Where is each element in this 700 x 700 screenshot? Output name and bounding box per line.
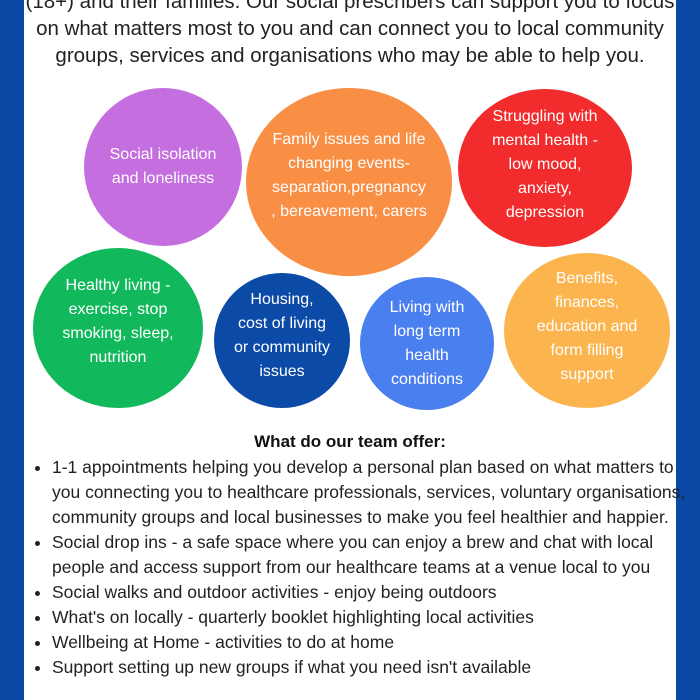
offer-item: Wellbeing at Home - activities to do at … (52, 630, 692, 655)
topic-text: anxiety, (518, 180, 572, 197)
topic-text: nutrition (89, 349, 147, 366)
topic-text: separation,pregnancy (272, 179, 426, 196)
topic-text: support (560, 365, 614, 383)
topic-family-issues: Family issues and life changing events-se… (246, 88, 452, 276)
topic-text: Living with (389, 298, 465, 316)
topic-healthy-living: Healthy living - exercise, stop smoking, s… (33, 248, 203, 408)
topic-text: education and (536, 317, 638, 335)
offer-heading: What do our team offer: (254, 432, 446, 451)
intro-line: on what matters most to you and can conn… (36, 17, 664, 40)
topic-text: low mood, (508, 156, 582, 173)
topic-text: long term (393, 322, 461, 340)
topic-social-isolation: Social isolation and loneliness (84, 88, 242, 246)
topic-text: and loneliness (111, 170, 215, 187)
topic-text: changing events- (288, 155, 410, 172)
topic-text: Struggling with (492, 108, 598, 125)
intro-line: groups, services and organisations who m… (55, 44, 645, 67)
offer-item: What's on locally - quarterly booklet hi… (52, 605, 692, 630)
topic-text: mental health - (492, 132, 598, 149)
topic-text: cost of living (237, 314, 327, 332)
topic-text: form filling (550, 341, 624, 359)
topic-text: Housing, (250, 290, 314, 308)
offer-item: Social walks and outdoor activities - en… (52, 580, 692, 605)
topic-mental-health: Struggling with mental health - low mood, a… (458, 89, 632, 247)
intro-line: (18+) and their families. Our social pre… (25, 0, 675, 13)
offer-item: 1-1 appointments helping you develop a p… (52, 455, 692, 530)
topic-text: issues (259, 362, 305, 380)
topic-text: finances, (554, 293, 620, 311)
offer-item: Social drop ins - a safe space where you… (52, 530, 692, 580)
topic-text: conditions (390, 370, 464, 388)
topic-housing: Housing, cost of living or community issues (214, 273, 350, 408)
topic-text: depression (505, 204, 585, 221)
topic-long-term-conditions: Living with long term health conditions (360, 277, 494, 410)
topic-text: , bereavement, carers (271, 203, 427, 220)
topic-text: health (405, 346, 449, 364)
intro-paragraph: (18+) and their families. Our social pre… (24, 0, 676, 69)
topic-text: or community (233, 338, 331, 356)
offer-list: 1-1 appointments helping you develop a p… (30, 455, 692, 680)
topic-text: smoking, sleep, (62, 325, 174, 342)
offer-item: Support setting up new groups if what yo… (52, 655, 692, 680)
topic-text: Social isolation (109, 146, 217, 163)
topic-text: exercise, stop (68, 301, 168, 318)
topic-text: Healthy living - (65, 277, 171, 294)
topic-text: Benefits, (555, 269, 619, 287)
topic-text: Family issues and life (272, 131, 426, 148)
topic-benefits: Benefits, finances, education and form fill… (504, 253, 670, 408)
